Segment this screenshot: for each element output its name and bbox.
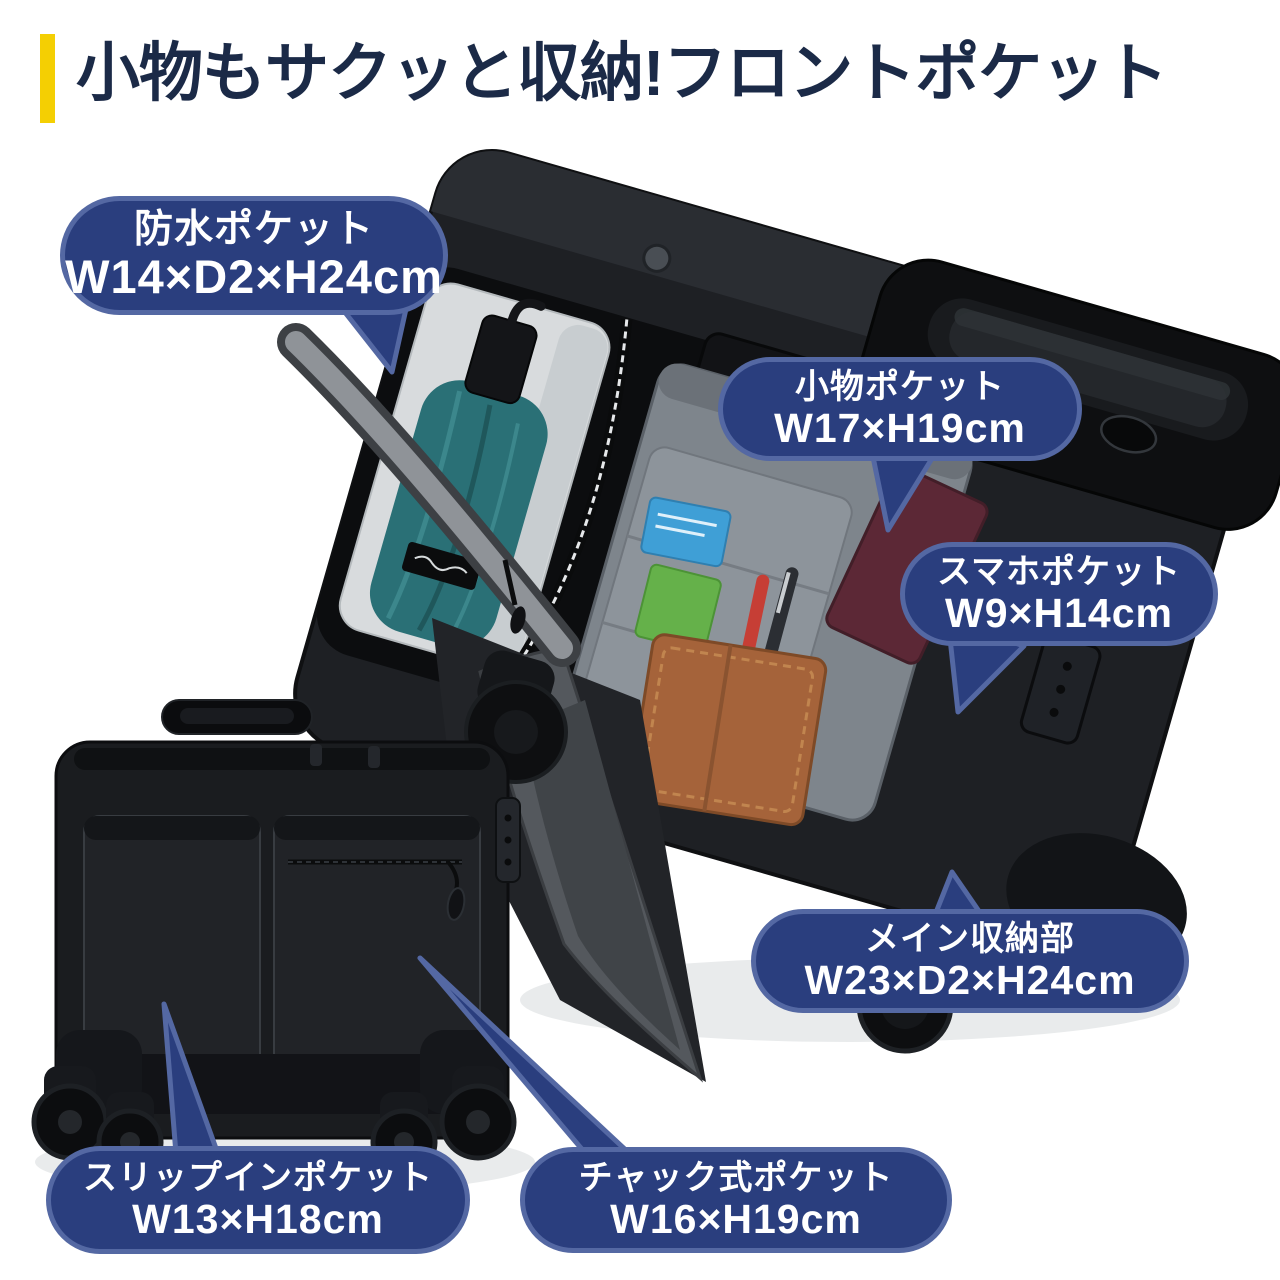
main-suitcase-front-wheel bbox=[464, 650, 568, 784]
front-suitcase-illustration bbox=[31, 699, 521, 1176]
snap-button bbox=[642, 243, 672, 273]
callout-smartphone-pocket: スマホポケット W9×H14cm bbox=[900, 542, 1218, 646]
callout-small-item-pocket: 小物ポケット W17×H19cm bbox=[718, 357, 1082, 461]
callout-dims: W14×D2×H24cm bbox=[65, 249, 443, 303]
callout-label: スマホポケット bbox=[937, 552, 1181, 591]
callout-zipper-pocket: チャック式ポケット W16×H19cm bbox=[520, 1147, 952, 1253]
callout-dims: W16×H19cm bbox=[610, 1195, 862, 1242]
page-title: 小物もサクッと収納!フロントポケット bbox=[76, 37, 1168, 109]
blue-card bbox=[640, 496, 732, 568]
section-header: 小物もサクッと収納!フロントポケット bbox=[0, 0, 1280, 130]
callout-label: スリップインポケット bbox=[83, 1158, 433, 1197]
callout-slip-in-pocket: スリップインポケット W13×H18cm bbox=[46, 1146, 470, 1254]
callout-waterproof-pocket: 防水ポケット W14×D2×H24cm bbox=[60, 196, 448, 315]
leather-notebook bbox=[628, 633, 828, 827]
callout-dims: W17×H19cm bbox=[774, 404, 1026, 451]
callout-label: チャック式ポケット bbox=[578, 1158, 894, 1197]
callout-dims: W13×H18cm bbox=[132, 1195, 384, 1242]
callout-dims: W9×H14cm bbox=[945, 589, 1173, 636]
callout-main-compartment: メイン収納部 W23×D2×H24cm bbox=[751, 909, 1189, 1013]
callout-label: 防水ポケット bbox=[133, 208, 374, 252]
side-lock bbox=[495, 797, 521, 883]
zipper-pocket bbox=[273, 815, 481, 1085]
callout-label: 小物ポケット bbox=[795, 367, 1005, 406]
title-accent-bar bbox=[40, 34, 55, 123]
callout-label: メイン収納部 bbox=[865, 919, 1075, 958]
callout-dims: W23×D2×H24cm bbox=[804, 956, 1136, 1003]
